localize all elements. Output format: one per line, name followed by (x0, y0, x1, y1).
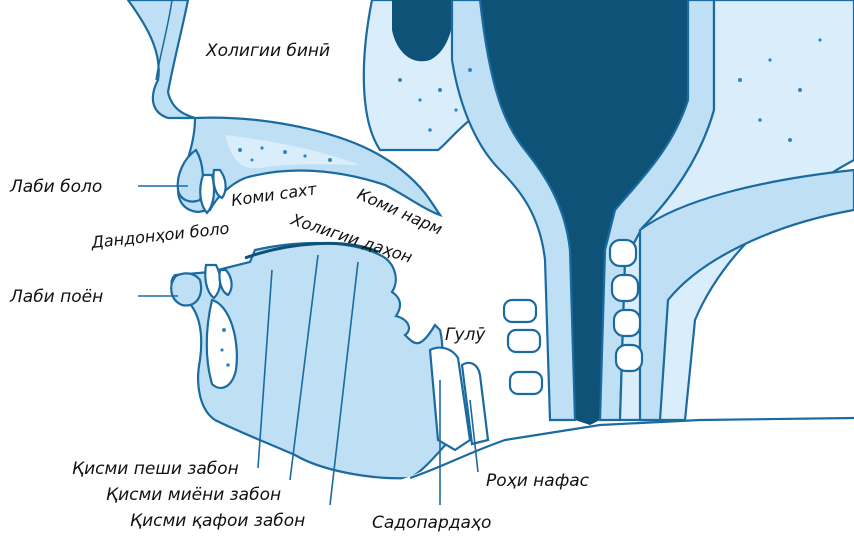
vertebra-1 (610, 240, 636, 266)
lower-lip-shape (171, 273, 201, 305)
upper-lip-shape (178, 150, 203, 202)
cervical-block-3 (510, 372, 542, 394)
label-tongue-middle: Қисми миёни забон (106, 485, 281, 505)
cervical-block-2 (508, 330, 540, 352)
label-nasal-cavity: Холигии бинӣ (205, 41, 330, 61)
vertebra-4 (616, 345, 642, 371)
label-vocal-cords: Садопардаҳо (372, 513, 491, 533)
label-trachea: Роҳи нафас (486, 471, 590, 491)
nose-outline (128, 0, 195, 118)
label-tongue-front: Қисми пеши забон (72, 459, 239, 479)
cervical-block-1 (504, 300, 536, 322)
label-lower-lip: Лаби поён (9, 287, 103, 307)
label-hard-palate: Коми сахт (230, 179, 319, 210)
label-upper-teeth: Дандонҳои боло (89, 219, 230, 252)
label-tongue-back: Қисми қафои забон (130, 511, 305, 531)
label-upper-lip: Лаби боло (9, 177, 102, 197)
label-pharynx: Гулӯ (445, 325, 486, 345)
vertebra-3 (614, 310, 640, 336)
vertebra-2 (612, 275, 638, 301)
